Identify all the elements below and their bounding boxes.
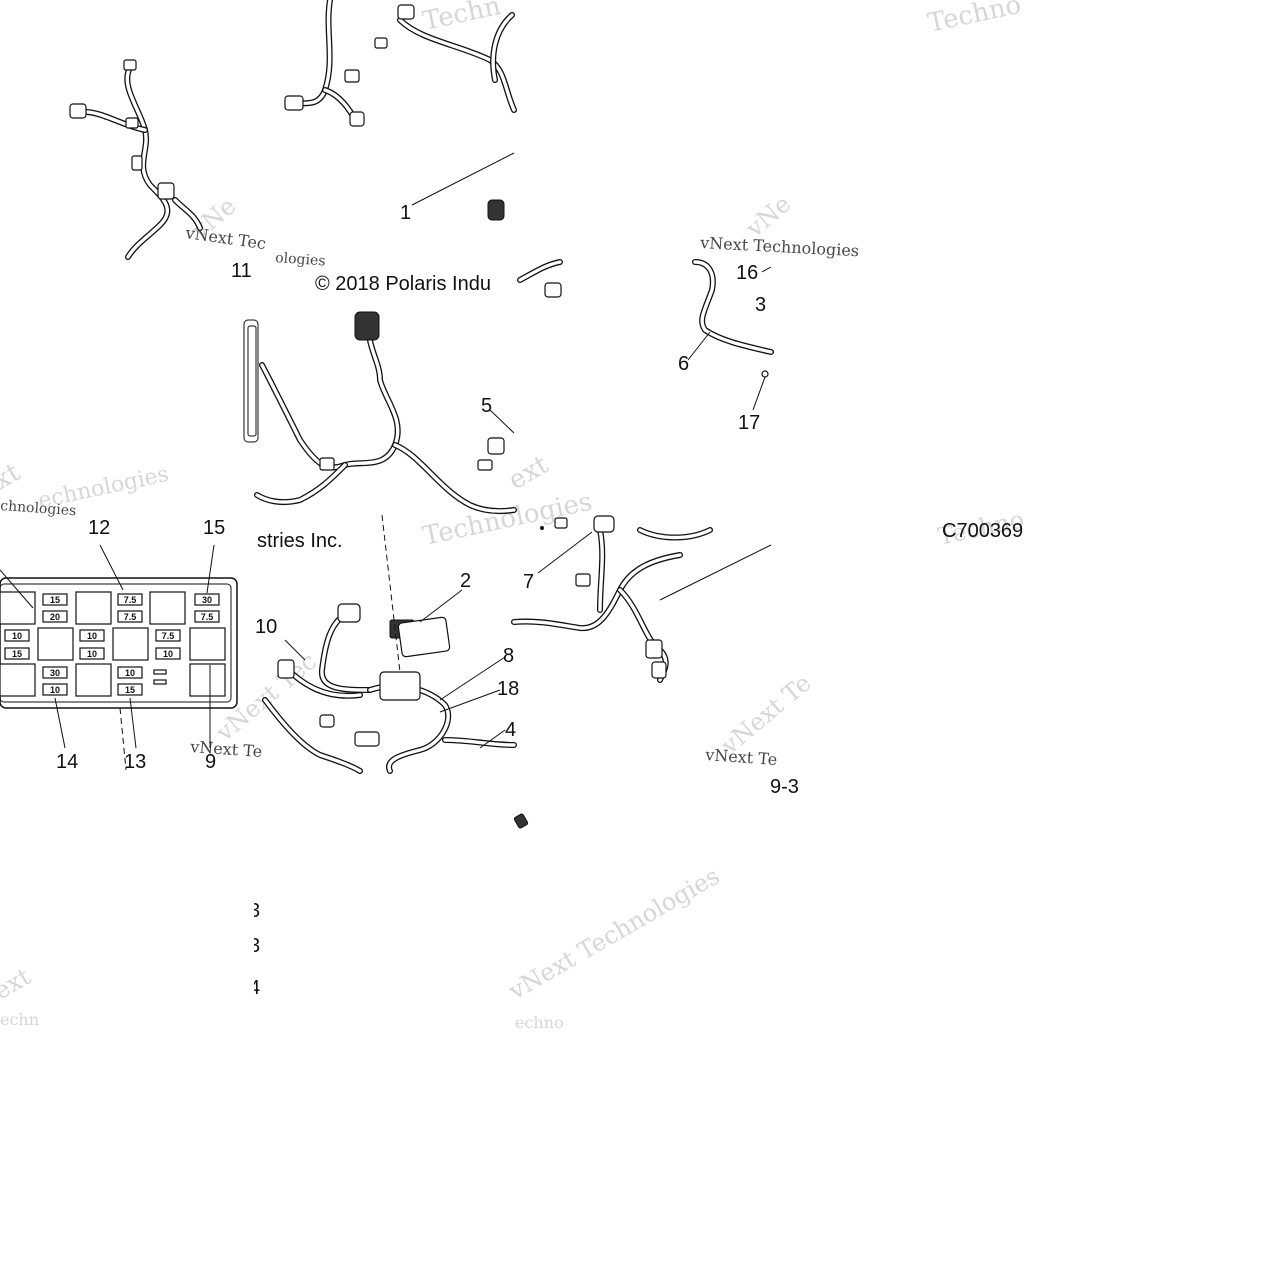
fuse-label: 20 — [50, 612, 60, 622]
harness-segment-lower-right — [511, 515, 772, 829]
watermark: vNext Te — [704, 745, 778, 769]
watermark: vNext Technologies — [503, 862, 724, 1006]
fuse-label: 30 — [50, 668, 60, 678]
watermark: chnologies — [0, 498, 77, 519]
fuse-label: 7.5 — [124, 612, 137, 622]
watermark: Techn — [420, 0, 504, 37]
harness-segment-center — [243, 259, 563, 515]
fuse-label: 15 — [125, 685, 135, 695]
callout-15: 15 — [203, 517, 225, 539]
watermark: echno — [515, 1013, 564, 1032]
fuse-label: 7.5 — [124, 595, 137, 605]
callout-3: 3 — [755, 294, 766, 316]
copyright-text: © 2018 Polaris Indu — [315, 273, 491, 295]
fuse-slots — [0, 591, 226, 697]
fuse-label: 30 — [202, 595, 212, 605]
callout-8: 8 — [503, 645, 514, 667]
figure-sub-code: 9-3 — [770, 776, 799, 798]
watermark: ologies — [275, 250, 326, 269]
watermark: ext — [504, 450, 555, 497]
callout-2: 2 — [460, 570, 471, 592]
fuse-box: 15 20 7.5 7.5 30 7.5 10 15 10 10 7.5 10 … — [0, 544, 238, 771]
callout-13: 13 — [124, 751, 146, 773]
fuse-label: 10 — [87, 631, 97, 641]
fuse-label: 7.5 — [162, 631, 175, 641]
watermark: vNext Technologies — [699, 233, 860, 260]
callout-1: 1 — [400, 202, 411, 224]
partial-callout-fragments: 3 3 4 — [249, 900, 260, 999]
callout-14: 14 — [56, 751, 78, 773]
fuse-label: 10 — [163, 649, 173, 659]
callout-numbers: 1 2 3 4 5 6 7 8 9 10 11 12 13 14 15 16 1… — [56, 202, 766, 773]
callout-4: 4 — [505, 719, 516, 741]
harness-segment-lower-middle — [262, 514, 517, 774]
fuse-label: 10 — [50, 685, 60, 695]
callout-17: 17 — [738, 412, 760, 434]
harness-segment-top-left — [69, 59, 203, 260]
callout-11: 11 — [231, 260, 252, 282]
watermark: vNext Te — [189, 737, 263, 761]
callout-6: 6 — [678, 353, 689, 375]
watermark: echn — [0, 1010, 39, 1029]
fuse-label: 15 — [50, 595, 60, 605]
harness-segment-right-middle — [687, 259, 774, 411]
callout-5: 5 — [481, 395, 492, 417]
fuse-label: 10 — [12, 631, 22, 641]
figure-code: C700369 — [942, 520, 1023, 542]
fuse-label: 7.5 — [201, 612, 214, 622]
fuse-values: 15 20 7.5 7.5 30 7.5 10 15 10 10 7.5 10 … — [4, 593, 220, 696]
watermark: xt — [0, 457, 26, 496]
watermark: ext — [0, 962, 36, 1005]
callout-12: 12 — [88, 517, 110, 539]
callout-10: 10 — [255, 616, 277, 638]
fuse-label: 15 — [12, 649, 22, 659]
callout-7: 7 — [523, 571, 534, 593]
callout-fragment: 3 — [249, 935, 260, 957]
callout-9: 9 — [205, 751, 216, 773]
watermarks: Techno Techn vNe vNe xt echnologies ext … — [0, 0, 1026, 1032]
copyright-text-continued: stries Inc. — [257, 530, 343, 552]
fuse-label: 10 — [125, 668, 135, 678]
fuse-label: 10 — [87, 649, 97, 659]
callout-16: 16 — [736, 262, 758, 284]
callout-fragment: 4 — [249, 977, 260, 999]
callout-fragment: 3 — [249, 900, 260, 922]
watermark: Techno — [925, 0, 1024, 39]
harness-segment-top-middle — [284, 0, 517, 221]
watermark: vNext Tec — [183, 223, 267, 253]
callout-18: 18 — [497, 678, 519, 700]
watermark: Technologies — [420, 487, 595, 552]
